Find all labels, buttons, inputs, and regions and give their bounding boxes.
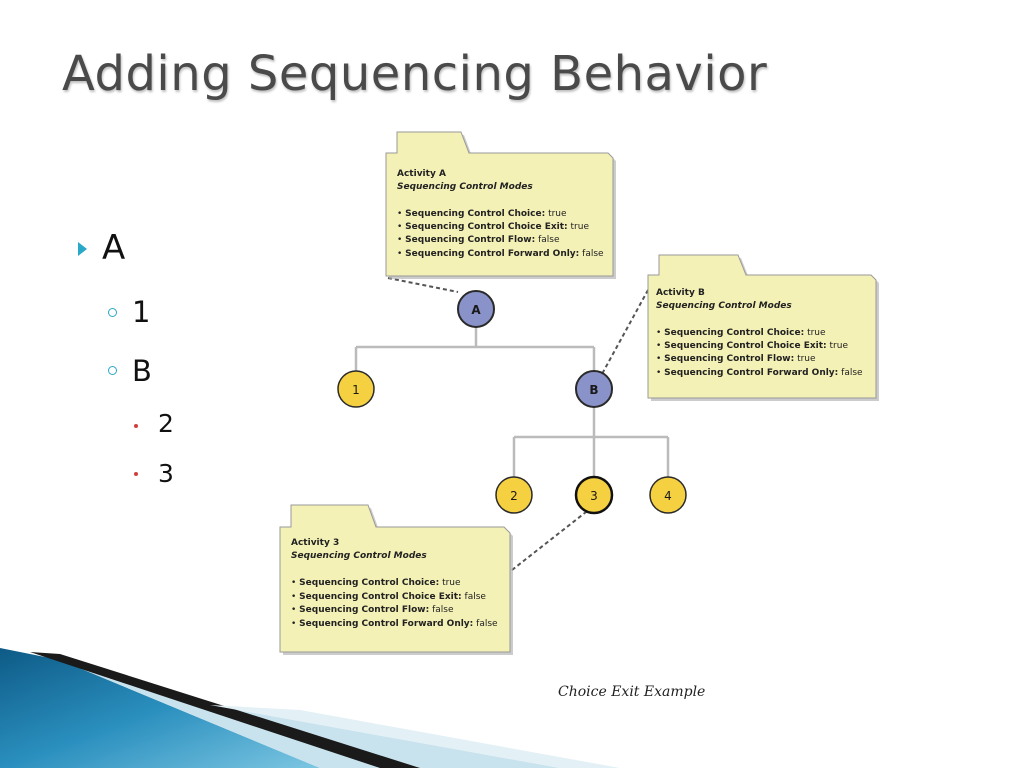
folder-a-row-value: false [538, 235, 560, 245]
folder-activity-a: Activity A Sequencing Control Modes • Se… [385, 131, 616, 279]
svg-text:• Sequencing Control Flow: tru: • Sequencing Control Flow: true [656, 354, 816, 364]
folder-3-row-value: false [476, 619, 498, 629]
tree-node-1: 1 [337, 370, 375, 408]
svg-text:• Sequencing Control Flow: fal: • Sequencing Control Flow: false [397, 235, 560, 245]
tree-connectors [354, 327, 670, 477]
folder-b-row-label: Sequencing Control Flow: [664, 354, 794, 364]
slide-title: Adding Sequencing Behavior [62, 46, 768, 102]
folder-a-row-label: Sequencing Control Choice Exit: [405, 222, 567, 232]
node-label: 2 [510, 489, 518, 503]
folder-b-row-label: Sequencing Control Forward Only: [664, 368, 838, 378]
tree-node-a: A [457, 290, 495, 328]
svg-text:• Sequencing Control Forward O: • Sequencing Control Forward Only: false [397, 249, 604, 259]
folder-3-row-label: Sequencing Control Forward Only: [299, 619, 473, 629]
folder-3-row-label: Sequencing Control Choice: [299, 578, 439, 588]
folder-a-row-label: Sequencing Control Flow: [405, 235, 535, 245]
outline-item-b: B [132, 354, 152, 388]
circle-bullet-icon [108, 308, 117, 317]
node-label: 3 [590, 489, 598, 503]
folder-3-row-label: Sequencing Control Flow: [299, 605, 429, 615]
tree-node-3: 3 [574, 475, 614, 515]
folder-a-title: Activity A [397, 169, 446, 179]
folder-3-row-value: false [465, 592, 487, 602]
folder-a-row-value: true [571, 222, 590, 232]
folder-b-row-value: true [830, 341, 849, 351]
outline-item-1: 1 [132, 295, 151, 329]
svg-text:• Sequencing Control Flow: fal: • Sequencing Control Flow: false [291, 605, 454, 615]
node-label: 1 [352, 383, 360, 397]
svg-text:• Sequencing Control Forward O: • Sequencing Control Forward Only: false [656, 368, 863, 378]
callout-leaders [387, 277, 649, 571]
tree-node-4: 4 [649, 476, 687, 514]
folder-b-row-label: Sequencing Control Choice: [664, 328, 804, 338]
folder-b-row-value: true [807, 328, 826, 338]
svg-text:• Sequencing Control Choice: t: • Sequencing Control Choice: true [291, 578, 461, 588]
outline-item-a: A [102, 228, 126, 268]
folder-3-subtitle: Sequencing Control Modes [291, 551, 427, 561]
folder-b-subtitle: Sequencing Control Modes [656, 301, 792, 311]
svg-text:• Sequencing Control Forward O: • Sequencing Control Forward Only: false [291, 619, 498, 629]
folder-b-row-value: false [841, 368, 863, 378]
diagram-caption: Choice Exit Example [558, 684, 706, 700]
svg-text:• Sequencing Control Choice: t: • Sequencing Control Choice: true [656, 328, 826, 338]
folder-b-row-label: Sequencing Control Choice Exit: [664, 341, 826, 351]
circle-bullet-icon [108, 366, 117, 375]
folder-b-row-value: true [797, 354, 816, 364]
svg-text:• Sequencing Control Choice Ex: • Sequencing Control Choice Exit: true [656, 341, 848, 351]
tree-node-2: 2 [495, 476, 533, 514]
triangle-bullet-icon [78, 242, 87, 256]
folder-a-row-value: false [582, 249, 604, 259]
node-label: 4 [664, 489, 672, 503]
dot-bullet-icon [134, 472, 138, 476]
outline-item-3: 3 [158, 459, 174, 488]
folder-a-row-value: true [548, 209, 567, 219]
node-label: A [471, 303, 481, 317]
folder-b-title: Activity B [656, 288, 705, 298]
dot-bullet-icon [134, 424, 138, 428]
svg-text:• Sequencing Control Choice: t: • Sequencing Control Choice: true [397, 209, 567, 219]
folder-3-row-label: Sequencing Control Choice Exit: [299, 592, 461, 602]
folder-3-title: Activity 3 [291, 538, 339, 548]
folder-3-row-value: true [442, 578, 461, 588]
folder-a-subtitle: Sequencing Control Modes [397, 182, 533, 192]
tree-node-b: B [575, 370, 613, 408]
node-label: B [589, 383, 598, 397]
folder-activity-3: Activity 3 Sequencing Control Modes • Se… [279, 504, 513, 655]
outline-item-2: 2 [158, 409, 174, 438]
folder-a-row-label: Sequencing Control Forward Only: [405, 249, 579, 259]
folder-a-row-label: Sequencing Control Choice: [405, 209, 545, 219]
folder-activity-b: Activity B Sequencing Control Modes • Se… [647, 254, 879, 401]
svg-text:• Sequencing Control Choice Ex: • Sequencing Control Choice Exit: false [291, 592, 486, 602]
folder-3-row-value: false [432, 605, 454, 615]
svg-text:• Sequencing Control Choice Ex: • Sequencing Control Choice Exit: true [397, 222, 589, 232]
